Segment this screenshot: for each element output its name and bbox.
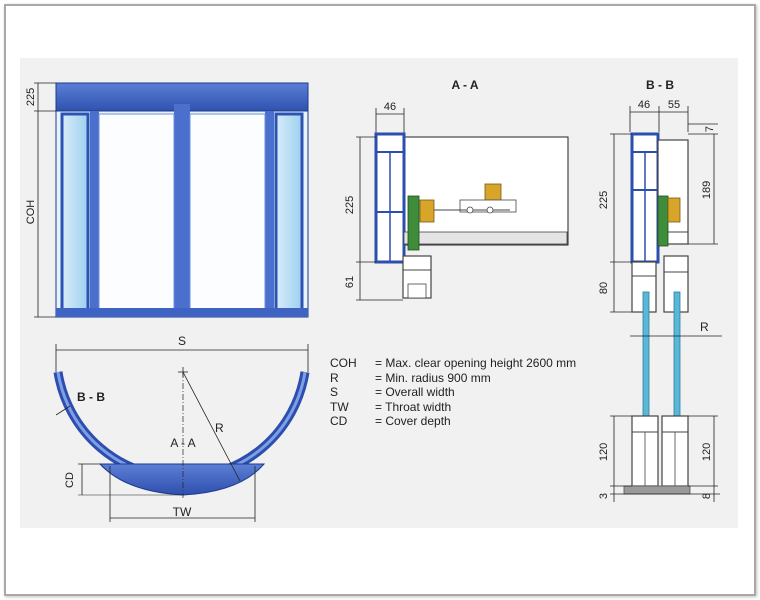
side-panel-right [274,112,304,312]
legend-row-coh: COH = Max. clear opening height 2600 mm [330,356,576,371]
legend-row-s: S = Overall width [330,385,576,400]
legend-desc: = Max. clear opening height 2600 mm [375,356,577,370]
plan-dim-tw: TW [173,505,192,519]
legend-row-r: R = Min. radius 900 mm [330,371,576,386]
bb-dim-120-right: 120 [701,443,713,461]
section-a-a: A - A 46 225 61 [344,78,569,301]
legend-key: COH [330,356,357,370]
legend-row-cd: CD = Cover depth [330,414,576,429]
bb-radius: R [700,320,709,334]
aa-dim-46: 46 [384,101,396,113]
meeting-stile [174,104,190,317]
legend-desc: = Throat width [375,399,452,414]
plan-view: S R A - A B - B CD TW [53,334,310,522]
bb-dim-120-left: 120 [598,443,610,461]
legend-desc: = Min. radius 900 mm [375,370,491,385]
stile [265,111,274,317]
bb-dim-7: 7 [704,126,716,132]
door-leaf-left [98,113,175,311]
bb-dim-225: 225 [598,191,610,209]
legend-key: TW [330,399,349,414]
curved-wall [53,371,310,483]
plan-radius: R [215,421,224,435]
bb-dim-80: 80 [598,282,610,294]
bb-dim-55: 55 [668,99,680,111]
legend-key: S [330,385,339,400]
bb-dim-46: 46 [638,99,650,111]
plan-section-bb: B - B [77,390,105,404]
elevation-dim-top: 225 [25,88,37,106]
plan-dim-s: S [178,334,186,348]
legend-desc: = Cover depth [375,414,451,429]
section-b-b: B - B 46 55 7 189 225 80 [598,78,722,502]
aa-dim-225: 225 [344,196,356,214]
stile [90,111,99,317]
bb-glass-right [673,291,681,417]
aa-dim-61: 61 [344,276,356,288]
legend-row-tw: TW = Throat width [330,400,576,415]
bb-drive-unit [657,195,669,247]
bb-glass-left [642,291,650,417]
bb-dim-8: 8 [701,493,713,499]
bb-dim-189: 189 [701,181,713,199]
plan-dim-cd: CD [64,472,76,488]
legend: COH = Max. clear opening height 2600 mm R… [330,356,576,429]
bottom-rail [56,308,308,317]
elevation-dim-coh: COH [25,200,37,225]
section-bb-title: B - B [646,78,674,92]
bb-cover [657,139,689,245]
bb-dim-3: 3 [598,493,610,499]
aa-drive-unit [407,195,420,251]
legend-desc: = Overall width [375,385,455,400]
legend-key: R [330,370,339,385]
door-leaf-right [189,113,266,311]
section-aa-title: A - A [451,78,478,92]
side-panel-left [60,112,90,312]
front-elevation: 225 COH [25,82,309,318]
plan-section-aa: A - A [170,436,195,450]
bb-floor-track [623,485,691,495]
legend-key: CD [330,414,348,429]
